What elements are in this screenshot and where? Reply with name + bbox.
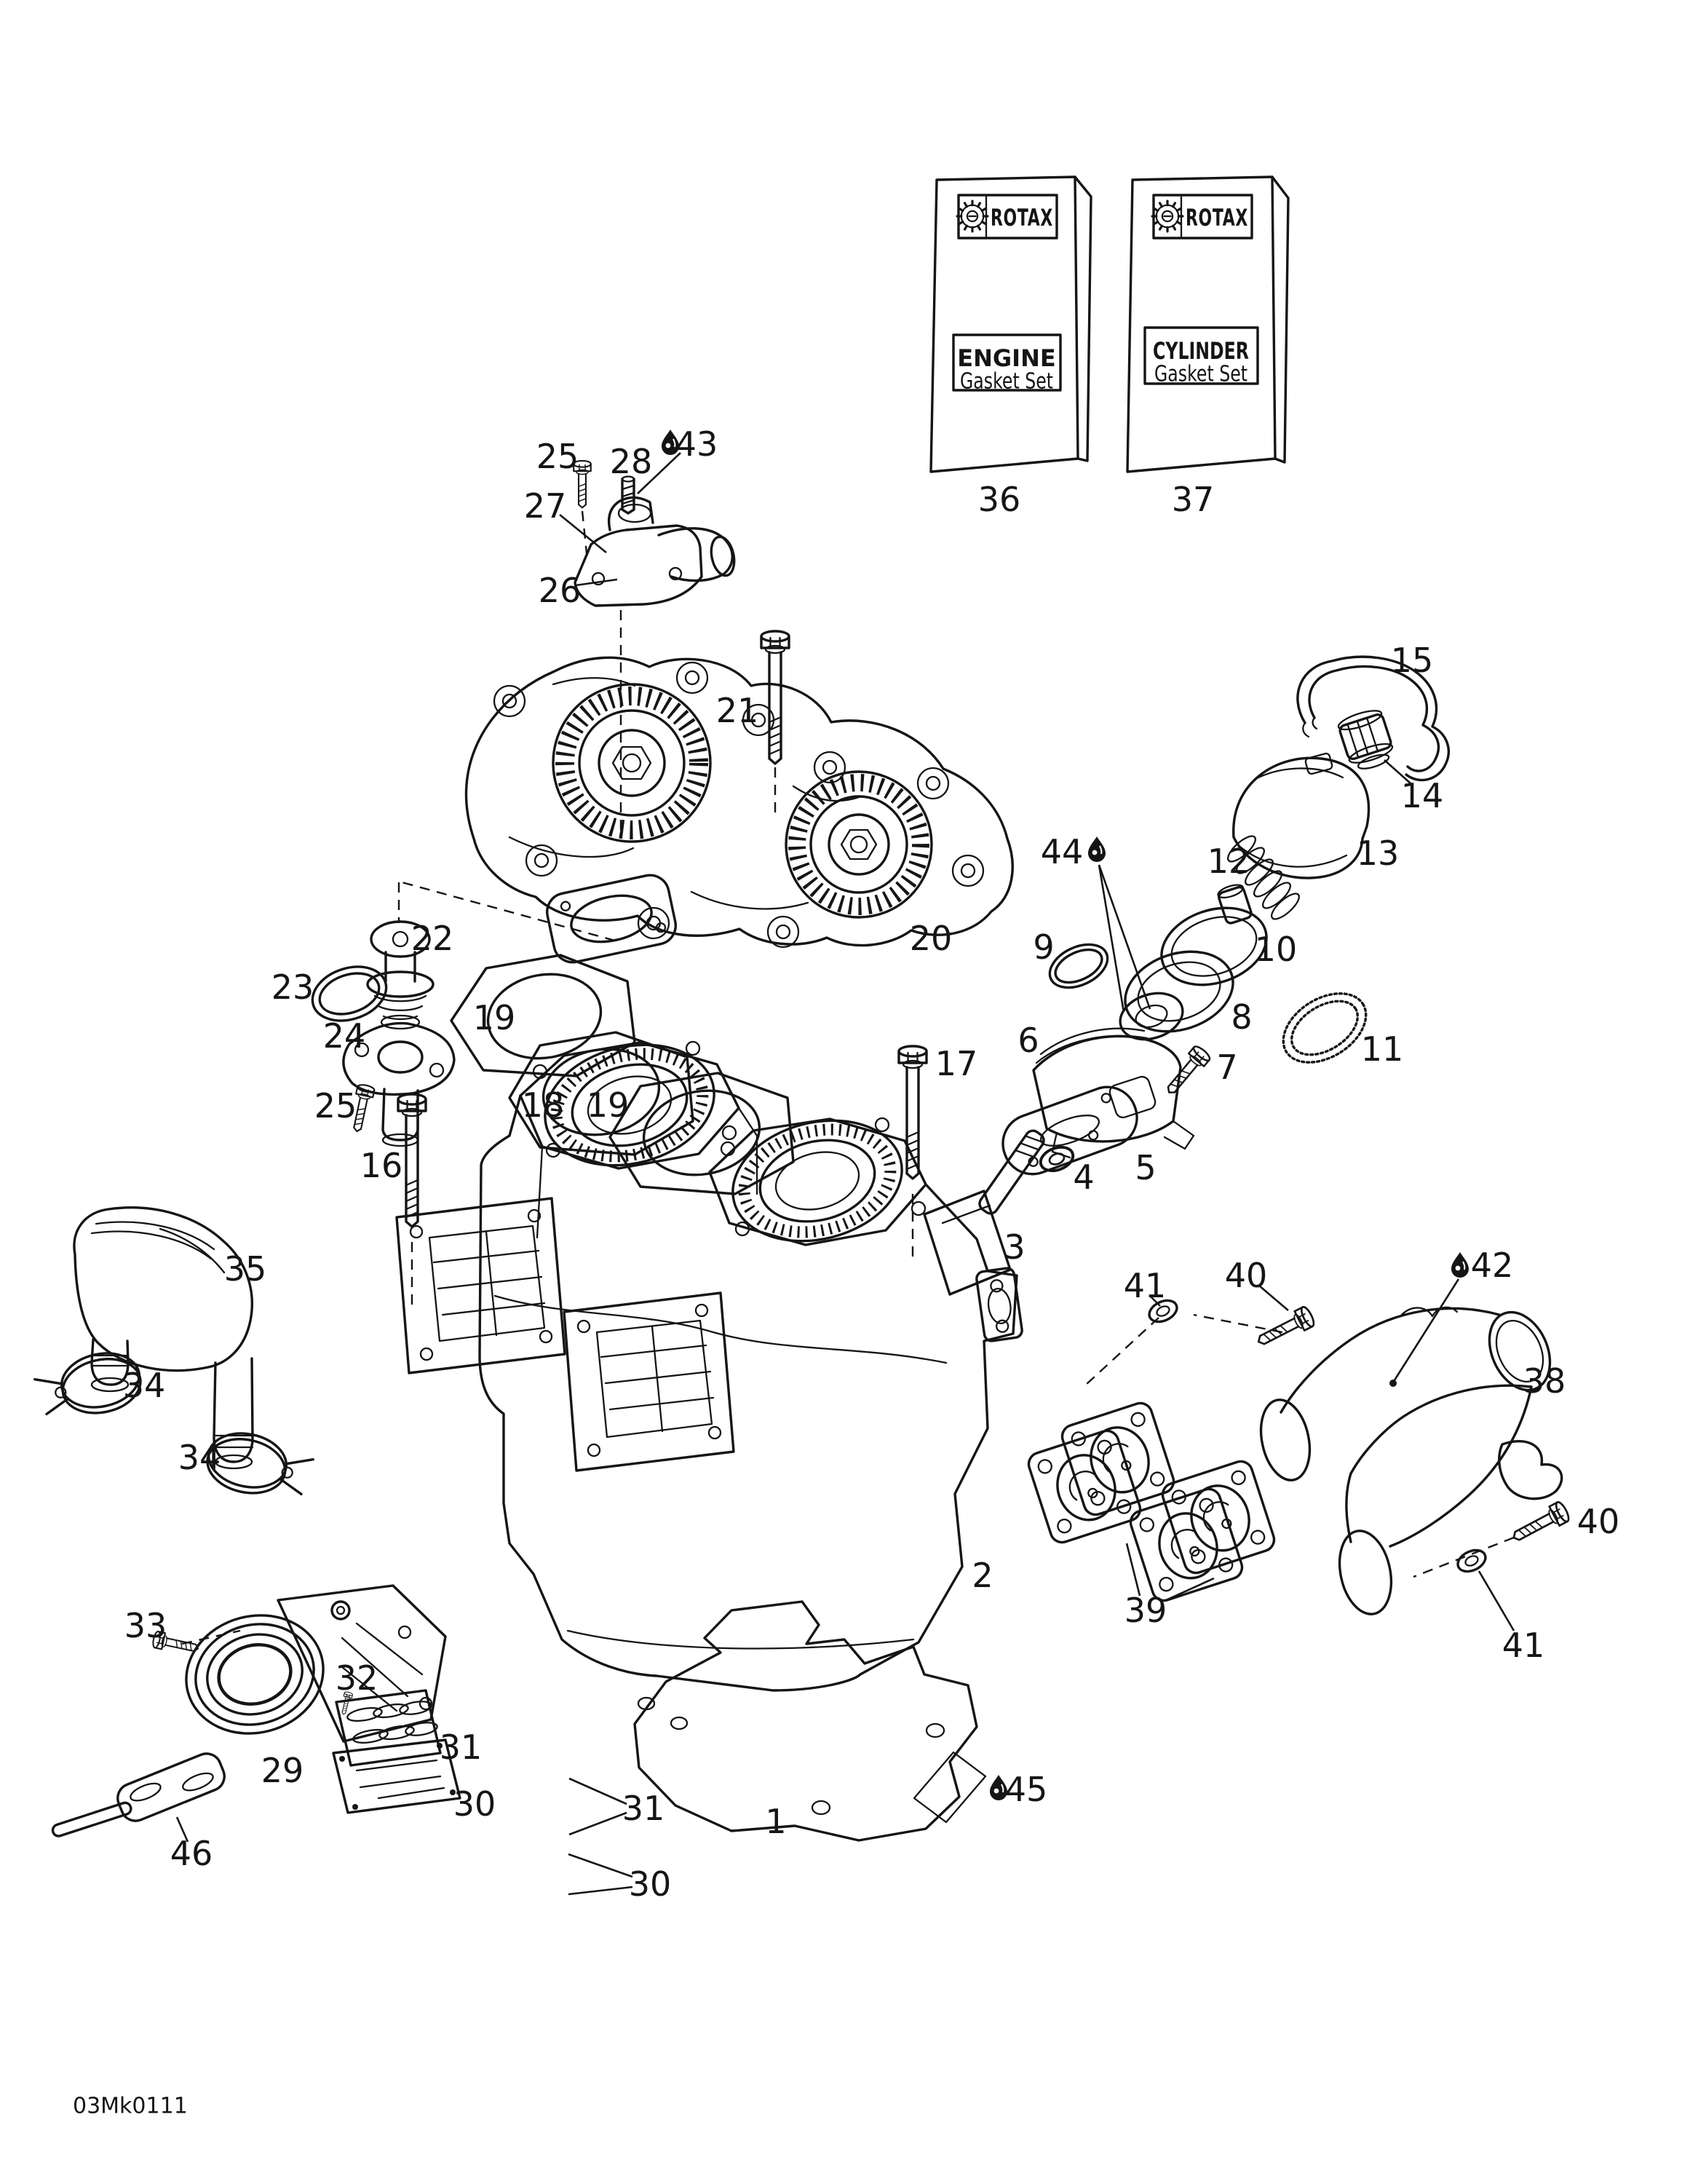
package-line1: CYLINDER [1153,337,1249,365]
part-label-34: 34 [178,1438,221,1477]
package-brand: ROTAX [991,204,1053,232]
base-gasket-art [633,1600,987,1842]
gasket-set-package-36: ROTAX ENGINE Gasket Set [929,175,1092,473]
part-label-5: 5 [1135,1148,1156,1187]
part-label-28: 28 [610,442,653,481]
part-label-16: 16 [360,1146,403,1185]
document-code: 03Mk0111 [73,2094,188,2119]
part-label-17: 17 [935,1044,978,1083]
part-label-38: 38 [1523,1361,1566,1401]
part-label-8: 8 [1231,997,1252,1037]
part-label-21: 21 [716,691,759,730]
head-gaskets-art [450,954,795,1195]
part-label-26: 26 [539,571,582,610]
leader-line-39 [1165,1577,1215,1602]
package-brand: ROTAX [1186,204,1248,232]
part-label-39: 39 [1124,1591,1167,1630]
leader-line-44 [1098,864,1125,1013]
cylinder-block-art [395,1040,1023,1692]
exhaust-manifold-art [1024,1295,1572,1615]
leader-line-41 [1149,1295,1161,1307]
pump-group-art [923,655,1450,1296]
leader-line-40 [1258,1285,1289,1311]
leader-line-26 [575,578,618,587]
cylinder-bolts-art [397,1045,928,1312]
thermostat-housing-art [573,459,736,836]
part-label-24: 24 [323,1016,366,1056]
part-label-41: 41 [1124,1266,1167,1305]
part-label-6: 6 [1017,1021,1039,1060]
part-label-34: 34 [123,1366,166,1405]
part-label-40: 40 [1577,1502,1620,1541]
part-label-27: 27 [524,486,567,526]
part-label-25: 25 [314,1086,357,1125]
part-label-44: 44 [1041,832,1084,871]
part-label-32: 32 [336,1658,378,1698]
thermostat-parts-art [311,879,616,1147]
part-label-14: 14 [1401,776,1444,815]
leader-line-46 [175,1816,189,1843]
gasket-set-package-37: ROTAX CYLINDER Gasket Set [1126,175,1290,473]
oil-droplet-icon [1087,836,1106,863]
part-label-46: 46 [170,1834,213,1873]
part-label-12: 12 [1207,842,1250,881]
part-label-4: 4 [1073,1158,1094,1197]
leader-line-31 [568,1811,627,1836]
part-label-19: 19 [587,1085,630,1125]
part-label-3: 3 [1004,1227,1025,1267]
part-label-2: 2 [972,1556,993,1595]
leader-line-39 [1125,1543,1141,1597]
part-label-36: 36 [978,480,1021,519]
leader-line-43 [637,452,681,494]
leader-line-30 [568,1853,633,1878]
package-line1: ENGINE [957,344,1055,372]
part-label-41: 41 [1502,1626,1545,1665]
part-label-9: 9 [1033,927,1054,967]
muffler-art [31,1206,317,1507]
part-label-13: 13 [1357,834,1400,873]
part-label-31: 31 [622,1789,665,1828]
part-label-7: 7 [1216,1048,1237,1087]
part-label-19: 19 [473,998,516,1037]
leader-line-14 [1384,759,1411,784]
part-label-15: 15 [1391,641,1434,680]
part-label-29: 29 [261,1751,304,1790]
package-line2: Gasket Set [1154,362,1247,387]
part-label-25: 25 [536,437,579,476]
carb-socket-art [51,1584,447,1837]
part-label-22: 22 [411,919,454,958]
package-line2: Gasket Set [960,369,1053,395]
oil-droplet-icon [1451,1251,1469,1278]
part-label-42: 42 [1471,1246,1514,1285]
part-label-37: 37 [1172,480,1215,519]
head-cover-art [464,630,1014,964]
part-label-20: 20 [910,919,953,958]
part-label-33: 33 [124,1606,167,1645]
reed-plate-art [332,1689,461,1814]
part-label-45: 45 [1005,1770,1048,1809]
part-label-10: 10 [1255,930,1298,969]
part-label-40: 40 [1225,1256,1268,1295]
part-label-18: 18 [522,1085,565,1125]
part-label-30: 30 [629,1864,672,1904]
leader-line-42 [1392,1278,1460,1383]
leader-line-31 [568,1777,627,1805]
leader-line-30 [568,1886,633,1896]
part-label-23: 23 [271,968,314,1007]
part-label-30: 30 [453,1784,496,1824]
part-label-43: 43 [675,424,718,464]
leader-line-27 [559,513,607,554]
part-label-31: 31 [440,1728,483,1767]
leader-line-41 [1477,1570,1515,1631]
part-label-1: 1 [765,1802,786,1841]
leader-line-44 [1098,864,1151,1010]
part-label-35: 35 [224,1249,267,1289]
part-label-11: 11 [1361,1029,1404,1069]
